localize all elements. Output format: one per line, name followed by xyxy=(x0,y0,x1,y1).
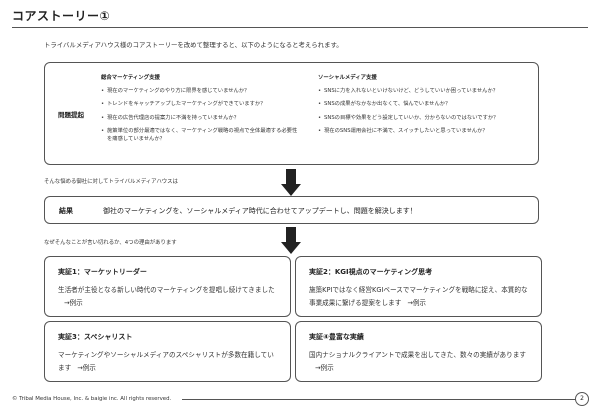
proof-card-body: 生活者が主役となる新しい時代のマーケティングを提唱し続けてきました →例示 xyxy=(58,284,280,310)
problem-column-integrated: 総合マーケティング支援 現在のマーケティングのやり方に限界を感じていませんか？ … xyxy=(101,73,301,149)
proof-card-title: 実証3：スペシャリスト xyxy=(58,333,133,341)
proof-card: 実証3：スペシャリスト マーケティングやソーシャルメディアのスペシャリストが多数… xyxy=(44,321,291,382)
example-link[interactable]: →例示 xyxy=(315,364,334,372)
bullet-item: SNSに力を入れないといけないけど、どうしていいか困っていませんか？ xyxy=(318,88,533,96)
bullet-item: トレンドをキャッチアップしたマーケティングができていますか？ xyxy=(101,101,301,109)
bullet-item: 現在の広告代理店の提案力に不満を持っていませんか？ xyxy=(101,115,301,123)
proof-card: 実証1：マーケットリーダー 生活者が主役となる新しい時代のマーケティングを提唱し… xyxy=(44,256,291,317)
example-link[interactable]: →例示 xyxy=(64,299,83,307)
bullet-list: 現在のマーケティングのやり方に限界を感じていませんか？ トレンドをキャッチアップ… xyxy=(101,88,301,143)
bullet-item: 施策単位の部分最適ではなく、マーケティング戦略の視点で全体最適する必要性を痛感し… xyxy=(101,128,301,143)
title-divider xyxy=(12,27,588,28)
result-box: 結果 御社のマーケティングを、ソーシャルメディア時代に合わせてアップデートし、問… xyxy=(44,196,539,224)
bullet-item: SNSの目標や効果をどう設定していいか、分からないのではないですか？ xyxy=(318,115,533,123)
proof-card-body: 国内ナショナルクライアントで成果を出してきた、数々の実績があります →例示 xyxy=(309,349,531,375)
down-arrow-icon xyxy=(281,169,301,197)
proof-card-text: マーケティングやソーシャルメディアのスペシャリストが多数在籍しています xyxy=(58,351,274,372)
bullet-item: 現在のマーケティングのやり方に限界を感じていませんか？ xyxy=(101,88,301,96)
column-heading: ソーシャルメディア支援 xyxy=(318,75,377,81)
result-text: 御社のマーケティングを、ソーシャルメディア時代に合わせてアップデートし、問題を解… xyxy=(103,207,417,215)
column-heading: 総合マーケティング支援 xyxy=(101,75,160,81)
proof-card: 実証2：KGI視点のマーケティング思考 施策KPIではなく経営KGIベースでマー… xyxy=(295,256,542,317)
problem-heading: 問題提起 xyxy=(58,111,84,119)
bullet-list: SNSに力を入れないといけないけど、どうしていいか困っていませんか？ SNSの成… xyxy=(318,88,533,136)
result-label: 結果 xyxy=(59,207,73,215)
proof-card-title: 実証④豊富な実績 xyxy=(309,333,364,341)
intro-text: トライバルメディアハウス様のコアストーリーを改めて整理すると、以下のようになると… xyxy=(44,41,343,49)
proof-card-body: 施策KPIではなく経営KGIベースでマーケティングを戦略に捉え、本質的な事業成果… xyxy=(309,284,531,310)
proof-card-body: マーケティングやソーシャルメディアのスペシャリストが多数在籍しています→例示 xyxy=(58,349,280,375)
proof-card-title: 実証1：マーケットリーダー xyxy=(58,268,147,276)
proof-card-text: 施策KPIではなく経営KGIベースでマーケティングを戦略に捉え、本質的な事業成果… xyxy=(309,286,528,307)
problem-box: 問題提起 総合マーケティング支援 現在のマーケティングのやり方に限界を感じていま… xyxy=(44,62,539,165)
proof-card-text: 国内ナショナルクライアントで成果を出してきた、数々の実績があります xyxy=(309,351,526,359)
example-link[interactable]: →例示 xyxy=(407,299,427,307)
reason-caption: なぜそんなことが言い切れるか、4つの理由があります xyxy=(44,240,177,246)
problem-column-social: ソーシャルメディア支援 SNSに力を入れないといけないけど、どうしていいか困って… xyxy=(318,73,533,142)
page-title: コアストーリー① xyxy=(12,9,111,23)
proof-card-title: 実証2：KGI視点のマーケティング思考 xyxy=(309,268,433,276)
example-link[interactable]: →例示 xyxy=(77,364,96,372)
page-number: 2 xyxy=(575,392,589,406)
footer-divider xyxy=(182,399,576,400)
footer-copyright: © Tribal Media House, Inc. & baigie inc.… xyxy=(12,396,172,402)
proof-card: 実証④豊富な実績 国内ナショナルクライアントで成果を出してきた、数々の実績があり… xyxy=(295,321,542,382)
proof-card-text: 生活者が主役となる新しい時代のマーケティングを提唱し続けてきました xyxy=(58,286,275,294)
down-arrow-icon xyxy=(281,227,301,255)
transition-caption: そんな悩める御社に対してトライバルメディアハウスは xyxy=(44,179,178,185)
bullet-item: SNSの成果がなかなか出なくて、悩んでいませんか？ xyxy=(318,101,533,109)
bullet-item: 現在のSNS運用会社に不満で、スイッチしたいと思っていませんか？ xyxy=(318,128,533,136)
